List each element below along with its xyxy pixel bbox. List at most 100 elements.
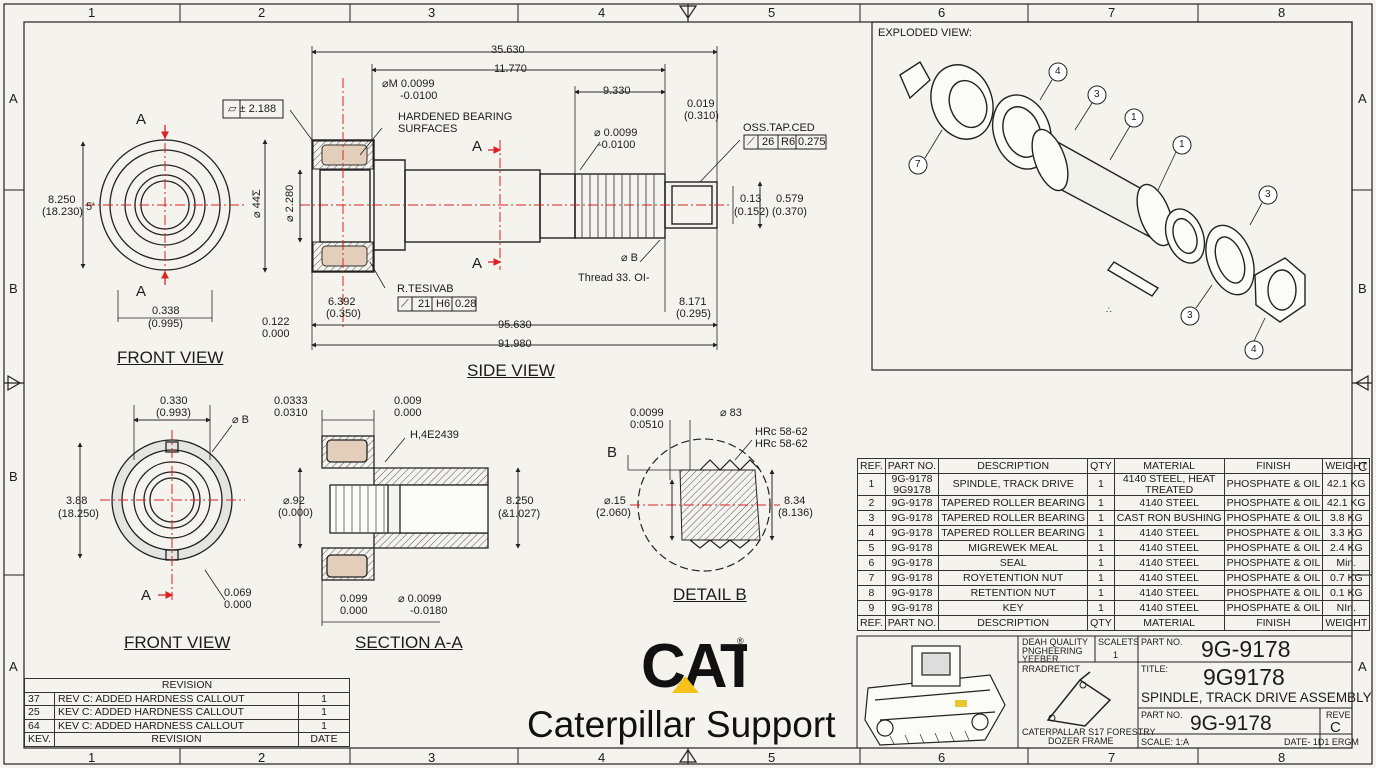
- zone-col-5-bottom: 5: [768, 750, 776, 765]
- tb-title-label: TITLE:: [1141, 664, 1169, 674]
- zone-col-1-bottom: 1: [88, 750, 96, 765]
- bom-foot-finish: FINISH: [1223, 615, 1324, 631]
- restival-note: R.TESIVAB: [397, 283, 454, 295]
- registered-mark: ®: [737, 636, 744, 646]
- thread-note: Thread 33. OI-: [578, 272, 650, 284]
- front-bottom-dim-2: (0.995): [148, 318, 183, 330]
- flatness-fcf: ⏥ ± 2.188: [228, 103, 277, 115]
- zone-row-right-4: A: [1358, 659, 1367, 674]
- bom-foot-ref: REF.: [857, 615, 886, 631]
- bom-cell: 4: [857, 525, 886, 541]
- detail-hrc-1: HRc 58-62: [755, 426, 808, 438]
- bom-cell: 42.1 KG: [1322, 495, 1371, 511]
- balloon-3: 3: [1094, 89, 1100, 100]
- side-dim-9330: 9.330: [603, 85, 631, 97]
- bom-foot-qty: QTY: [1087, 615, 1115, 631]
- fcf-b-val-2: H6: [436, 298, 451, 310]
- bom-cell: 1: [1087, 585, 1115, 601]
- hardened-note: HARDENED BEARING: [398, 111, 513, 123]
- zone-row-right-2: B: [1358, 281, 1367, 296]
- bom-cell: 0.1 KG: [1322, 585, 1371, 601]
- tb-quality-2: PNGHEERING: [1022, 646, 1083, 656]
- balloon-3b: 3: [1265, 189, 1271, 200]
- front2-dia-b: ⌀ B: [232, 414, 250, 426]
- bill-of-materials-table: REF. PART NO. DESCRIPTION QTY MATERIAL F…: [857, 458, 1371, 631]
- bom-cell: 4140 STEEL: [1113, 555, 1225, 571]
- zone-col-4: 4: [598, 5, 606, 20]
- bom-cell: 9G-9178: [884, 600, 940, 616]
- zone-col-7-bottom: 7: [1108, 750, 1116, 765]
- bom-cell: PHOSPHATE & OIL: [1223, 570, 1324, 586]
- bom-cell: 1: [1087, 600, 1115, 616]
- bom-cell: 4140 STEEL: [1113, 525, 1225, 541]
- side-section-a-top: A: [472, 138, 483, 155]
- bom-cell: 9G-9178: [884, 540, 940, 556]
- tb-part-no-label: PART NO.: [1141, 637, 1183, 647]
- bom-cell: 1: [1087, 525, 1115, 541]
- sec-dim-bot1-2: 0.000: [340, 605, 368, 617]
- side-dim-0370: (0.370): [772, 206, 807, 218]
- tb-part-no: 9G-9178: [1201, 636, 1291, 662]
- rev-header: REVISION: [24, 678, 350, 693]
- bom-cell: 1: [1087, 473, 1115, 496]
- bom-cell: KEY: [938, 600, 1089, 616]
- fcf-val-1: 26: [762, 136, 775, 148]
- front2-dim-left-2: (18.250): [58, 508, 99, 520]
- bom-cell: 1: [1087, 495, 1115, 511]
- tb-scalets: SCALETS: [1098, 637, 1140, 647]
- rev-foot-revision: REVISION: [53, 732, 300, 747]
- bom-header-row: REF. PART NO. DESCRIPTION QTY MATERIAL F…: [857, 458, 1371, 474]
- bom-cell: 4140 STEEL, HEAT TREATED: [1113, 473, 1225, 496]
- bom-col-finish: FINISH: [1223, 458, 1324, 474]
- balloon-1b: 1: [1179, 139, 1185, 150]
- tb-rev-label: REVE: [1326, 710, 1351, 720]
- bom-cell: 1: [1087, 570, 1115, 586]
- side-section-a-bottom: A: [472, 255, 483, 272]
- bom-cell: PHOSPHATE & OIL: [1223, 585, 1324, 601]
- bom-cell: SEAL: [938, 555, 1089, 571]
- tb-part-no-2: 9G-9178: [1190, 712, 1272, 735]
- bom-cell: RETENTION NUT: [938, 585, 1089, 601]
- revision-cell: 1: [298, 691, 350, 706]
- front-dia-dim: 8.250: [48, 194, 76, 206]
- revision-cell: 1: [298, 705, 350, 720]
- bom-cell: 9G-9178: [884, 525, 940, 541]
- cat-logo-text: CAT: [641, 634, 747, 694]
- bom-col-material: MATERIAL: [1113, 458, 1225, 474]
- zone-row-right-1: A: [1358, 91, 1367, 106]
- exploded-view-title: EXPLODED VIEW:: [878, 27, 972, 39]
- bom-col-part: PART NO.: [884, 458, 940, 474]
- zone-col-6: 6: [938, 5, 946, 20]
- cat-logo: CAT ®: [641, 632, 761, 701]
- sec-dim-bot1: 0.099: [340, 593, 368, 605]
- bom-cell: 3.3 KG: [1322, 525, 1371, 541]
- zone-row-left-1: A: [9, 91, 18, 106]
- bom-cell: 9G-9178 9G9178: [884, 473, 940, 496]
- fcf-val-2: R6: [781, 136, 796, 148]
- detail-dim-right: 8.34: [784, 495, 806, 507]
- tb-rradretict: RRADRETICT: [1022, 664, 1080, 674]
- revision-cell: KEV C: ADDED HARDNESS CALLOUT: [53, 718, 300, 733]
- tb-quality-1: DEAH QUALITY: [1022, 637, 1089, 647]
- zone-col-3: 3: [428, 5, 436, 20]
- sec-dim-right: 8.250: [506, 495, 534, 507]
- sec-dim-right-2: (&1.027): [498, 508, 541, 520]
- zone-col-5: 5: [768, 5, 776, 20]
- bom-cell: PHOSPHATE & OIL: [1223, 495, 1324, 511]
- rev-footer-row: KEV. REVISION DATE: [24, 732, 350, 747]
- zone-col-4-bottom: 4: [598, 750, 606, 765]
- bom-cell: Min.: [1322, 555, 1371, 571]
- tb-scale: SCALE: 1:A: [1141, 737, 1190, 747]
- bom-cell: NIn.: [1322, 600, 1371, 616]
- bom-cell: 8: [857, 585, 886, 601]
- fcf-b-sym: ⟋: [401, 298, 409, 310]
- revision-cell: KEV C: ADDED HARDNESS CALLOUT: [53, 705, 300, 720]
- bom-cell: CAST RON BUSHING: [1113, 510, 1225, 526]
- side-tol-dia-2: -0.0100: [400, 90, 438, 102]
- bom-col-ref: REF.: [857, 458, 886, 474]
